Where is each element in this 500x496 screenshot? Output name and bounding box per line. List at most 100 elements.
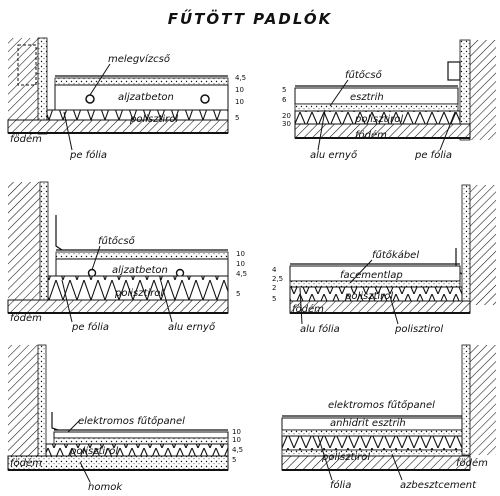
label-polisztirol: polisztirol bbox=[354, 114, 403, 125]
wall bbox=[470, 40, 496, 140]
label-fodem: födém bbox=[10, 133, 42, 145]
slab bbox=[281, 455, 471, 471]
panel-warm-water-pipe: melegvízcső aljzatbeton polisztirol födé… bbox=[7, 37, 246, 161]
label-pe-folia: pe fólia bbox=[414, 149, 452, 161]
upper-layer bbox=[55, 251, 229, 260]
wall-plaster bbox=[461, 344, 471, 456]
dim-label: 5 bbox=[236, 290, 240, 298]
insulation-layer bbox=[281, 435, 463, 451]
label-aljzatbeton: aljzatbeton bbox=[112, 265, 168, 276]
pipe-circle bbox=[87, 268, 97, 278]
panel-electric-heating-panel-anhydrite: elektromos fűtőpanel anhidrit esztrih po… bbox=[281, 344, 496, 491]
upper-layer bbox=[54, 77, 229, 86]
leader bbox=[61, 279, 73, 323]
label-alu-ernyo: alu ernyő bbox=[310, 149, 358, 161]
leader bbox=[317, 435, 333, 481]
dim-label: 20 bbox=[282, 112, 291, 120]
leader bbox=[89, 63, 111, 96]
dim-label: 4 bbox=[272, 266, 277, 274]
label-pe-folia: pe fólia bbox=[69, 149, 107, 161]
wall bbox=[8, 345, 38, 461]
leader bbox=[79, 461, 91, 483]
panel-electric-heating-panel-sand: elektromos fűtőpanel polisztirol födém h… bbox=[7, 344, 243, 493]
leader bbox=[329, 79, 349, 107]
label-azbesztcement: azbesztcement bbox=[400, 480, 477, 491]
wall-plaster bbox=[39, 181, 49, 301]
pipe-layer bbox=[294, 103, 459, 112]
leader bbox=[349, 259, 373, 284]
label-futocso: fűtőcső bbox=[345, 69, 383, 81]
label-esztrih: esztrih bbox=[350, 92, 384, 103]
label-fodem: födém bbox=[456, 457, 488, 469]
label-elektromos-futopanel: elektromos fűtőpanel bbox=[328, 399, 435, 411]
label-aljzatbeton: aljzatbeton bbox=[118, 92, 174, 103]
wall bbox=[8, 182, 40, 300]
leader bbox=[63, 111, 73, 151]
dim-label: 2 bbox=[272, 284, 276, 292]
dim-label: 5 bbox=[282, 86, 286, 94]
edge-strip bbox=[447, 61, 461, 81]
panel-heating-pipe-screed: fűtőcső esztrih polisztirol födém alu er… bbox=[282, 39, 496, 161]
dim-label: 5 bbox=[232, 456, 236, 464]
wall-plaster bbox=[37, 344, 47, 462]
leader bbox=[159, 277, 173, 323]
dim-label: 10 bbox=[235, 98, 244, 106]
label-elektromos-futopanel: elektromos fűtőpanel bbox=[78, 415, 185, 427]
asbestos-cement-layer bbox=[281, 449, 463, 457]
dim-label: 10 bbox=[232, 428, 241, 436]
dim-label: 10 bbox=[236, 260, 245, 268]
label-fodem: födém bbox=[10, 457, 42, 469]
pipe-circle bbox=[85, 94, 95, 104]
pipe-circle bbox=[200, 94, 210, 104]
pipe-circle bbox=[175, 268, 185, 278]
label-fodem: födém bbox=[10, 312, 42, 324]
label-polisztirol: polisztirol bbox=[344, 291, 393, 302]
label-polisztirol: polisztirol bbox=[114, 288, 163, 299]
wall bbox=[8, 38, 38, 134]
label-fodem: födém bbox=[355, 129, 387, 141]
label-futokabel: fűtőkábel bbox=[372, 249, 419, 261]
label-pe-folia: pe fólia bbox=[71, 321, 109, 333]
wall-niche bbox=[17, 44, 37, 86]
panel-heating-cable: fűtőkábel facementlap polisztirol födém … bbox=[272, 184, 496, 335]
leader bbox=[391, 453, 403, 481]
panel-layer bbox=[53, 431, 229, 439]
dim-label: 10 bbox=[235, 86, 244, 94]
label-folia: fólia bbox=[330, 479, 351, 491]
label-homok: homok bbox=[88, 482, 123, 493]
leader bbox=[67, 419, 81, 433]
label-alu-folia: alu fólia bbox=[300, 323, 340, 335]
leader bbox=[299, 287, 303, 325]
cable-layer bbox=[289, 280, 461, 288]
insulation-layer bbox=[47, 275, 229, 301]
dim-label: 5 bbox=[272, 295, 276, 303]
panel-layer bbox=[281, 429, 463, 437]
dim-label: 10 bbox=[236, 250, 245, 258]
screed-layer bbox=[54, 84, 229, 111]
label-polisztirol-2: polisztirol bbox=[394, 324, 443, 335]
wall-plaster bbox=[461, 184, 471, 306]
wall bbox=[470, 345, 496, 455]
dim-label: 5 bbox=[235, 114, 239, 122]
label-alu-ernyo: alu ernyő bbox=[168, 321, 216, 333]
dim-label: 10 bbox=[232, 436, 241, 444]
wall-plaster bbox=[459, 39, 471, 141]
edge-strip bbox=[51, 412, 59, 431]
leader bbox=[439, 111, 456, 151]
drawing-title: FŰTÖTT PADLÓK bbox=[168, 8, 333, 28]
dim-label: 4,5 bbox=[235, 74, 246, 82]
edge-strip bbox=[55, 215, 63, 251]
wall bbox=[470, 185, 496, 305]
label-polisztirol: polisztirol bbox=[129, 114, 178, 125]
label-melegvizcso: melegvízcső bbox=[108, 53, 171, 65]
dim-label: 4,5 bbox=[232, 446, 243, 454]
leader bbox=[389, 295, 399, 325]
leader bbox=[317, 109, 326, 151]
dim-label: 4,5 bbox=[236, 270, 247, 278]
label-anhidrit-esztrih: anhidrit esztrih bbox=[330, 418, 406, 429]
dim-label: 30 bbox=[282, 120, 291, 128]
slab bbox=[7, 119, 229, 134]
leader bbox=[91, 245, 101, 271]
